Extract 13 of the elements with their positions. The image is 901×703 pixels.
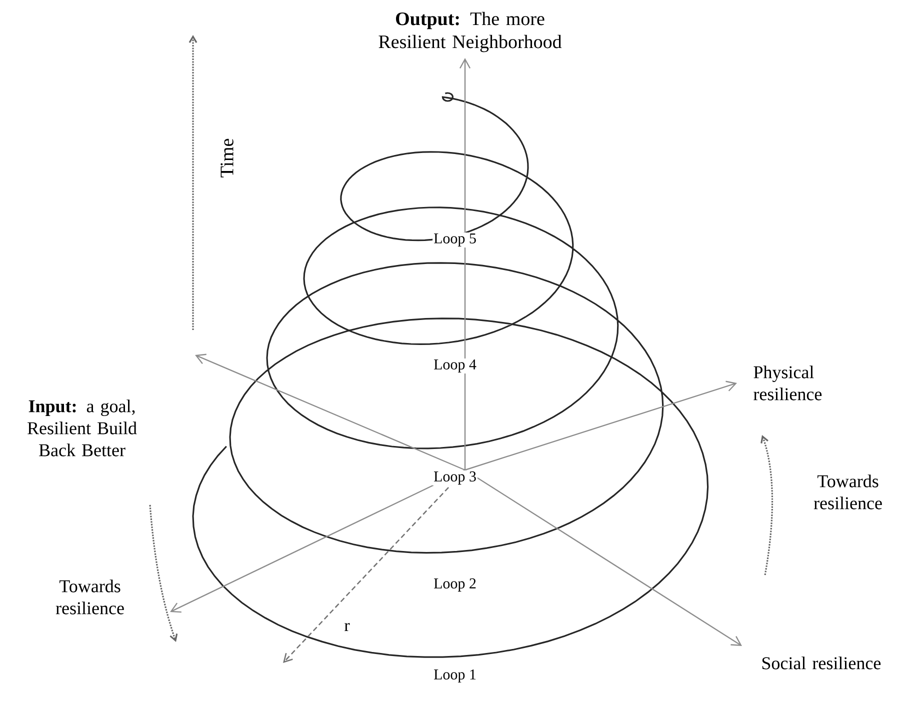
loop-label: Loop 2 bbox=[432, 577, 478, 593]
loop-label: Loop 3 bbox=[432, 470, 478, 486]
loop-label: Loop 1 bbox=[432, 668, 478, 684]
loop-label: Loop 4 bbox=[432, 358, 478, 374]
axis-label: Time bbox=[220, 138, 234, 178]
direction-label: Towards resilience bbox=[56, 580, 124, 614]
loop-label: Loop 5 bbox=[432, 232, 478, 248]
direction-label: Towards resilience bbox=[814, 474, 882, 510]
heading-label: Output: The more Resilient Neighborhood bbox=[378, 12, 562, 52]
radius-label: r bbox=[344, 622, 350, 631]
input-label: Input: a goal, Resilient Build Back Better bbox=[28, 400, 137, 456]
axis-label: Physical resilience bbox=[754, 366, 822, 400]
axis-label: Social resilience bbox=[762, 656, 881, 670]
